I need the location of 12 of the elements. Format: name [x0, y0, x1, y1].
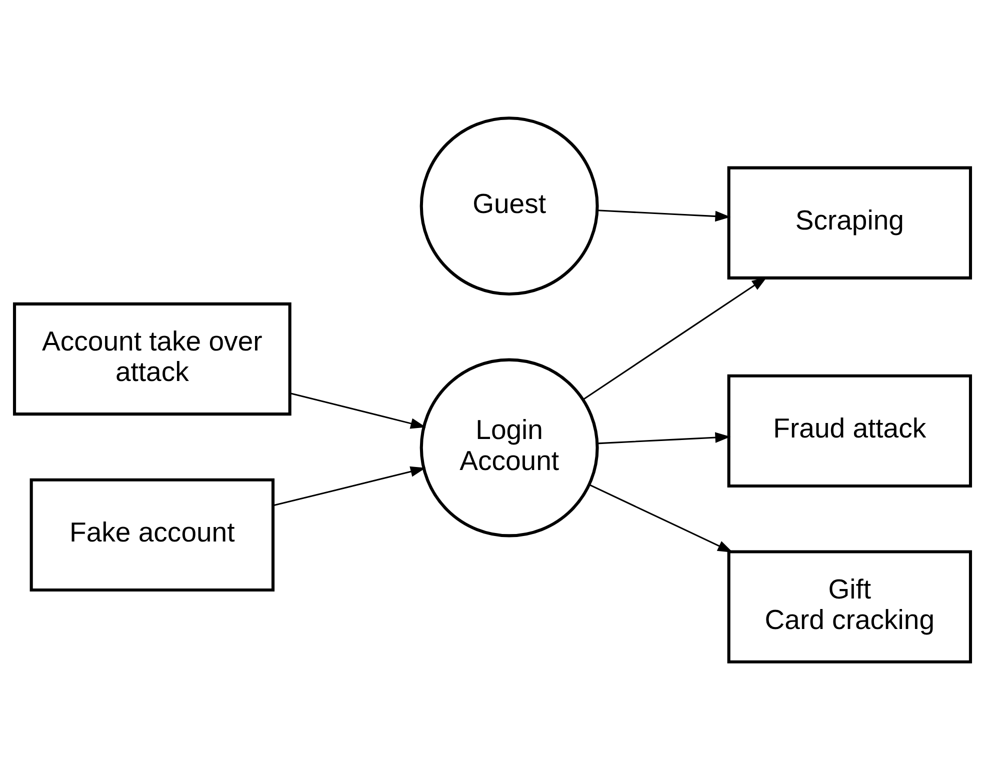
- node-box: Fraud attack: [727, 374, 972, 487]
- arrow: [597, 209, 731, 222]
- node-box: Fake account: [30, 478, 275, 592]
- arrow: [290, 392, 426, 428]
- node-box: Gift Card cracking: [727, 550, 972, 663]
- node-box: Scraping: [727, 166, 972, 279]
- node-circle: Login Account: [420, 358, 599, 537]
- arrow: [589, 484, 733, 552]
- arrow: [597, 432, 731, 444]
- node-circle: Guest: [420, 116, 599, 296]
- node-box: Account take over attack: [12, 302, 292, 416]
- arrow: [272, 466, 426, 506]
